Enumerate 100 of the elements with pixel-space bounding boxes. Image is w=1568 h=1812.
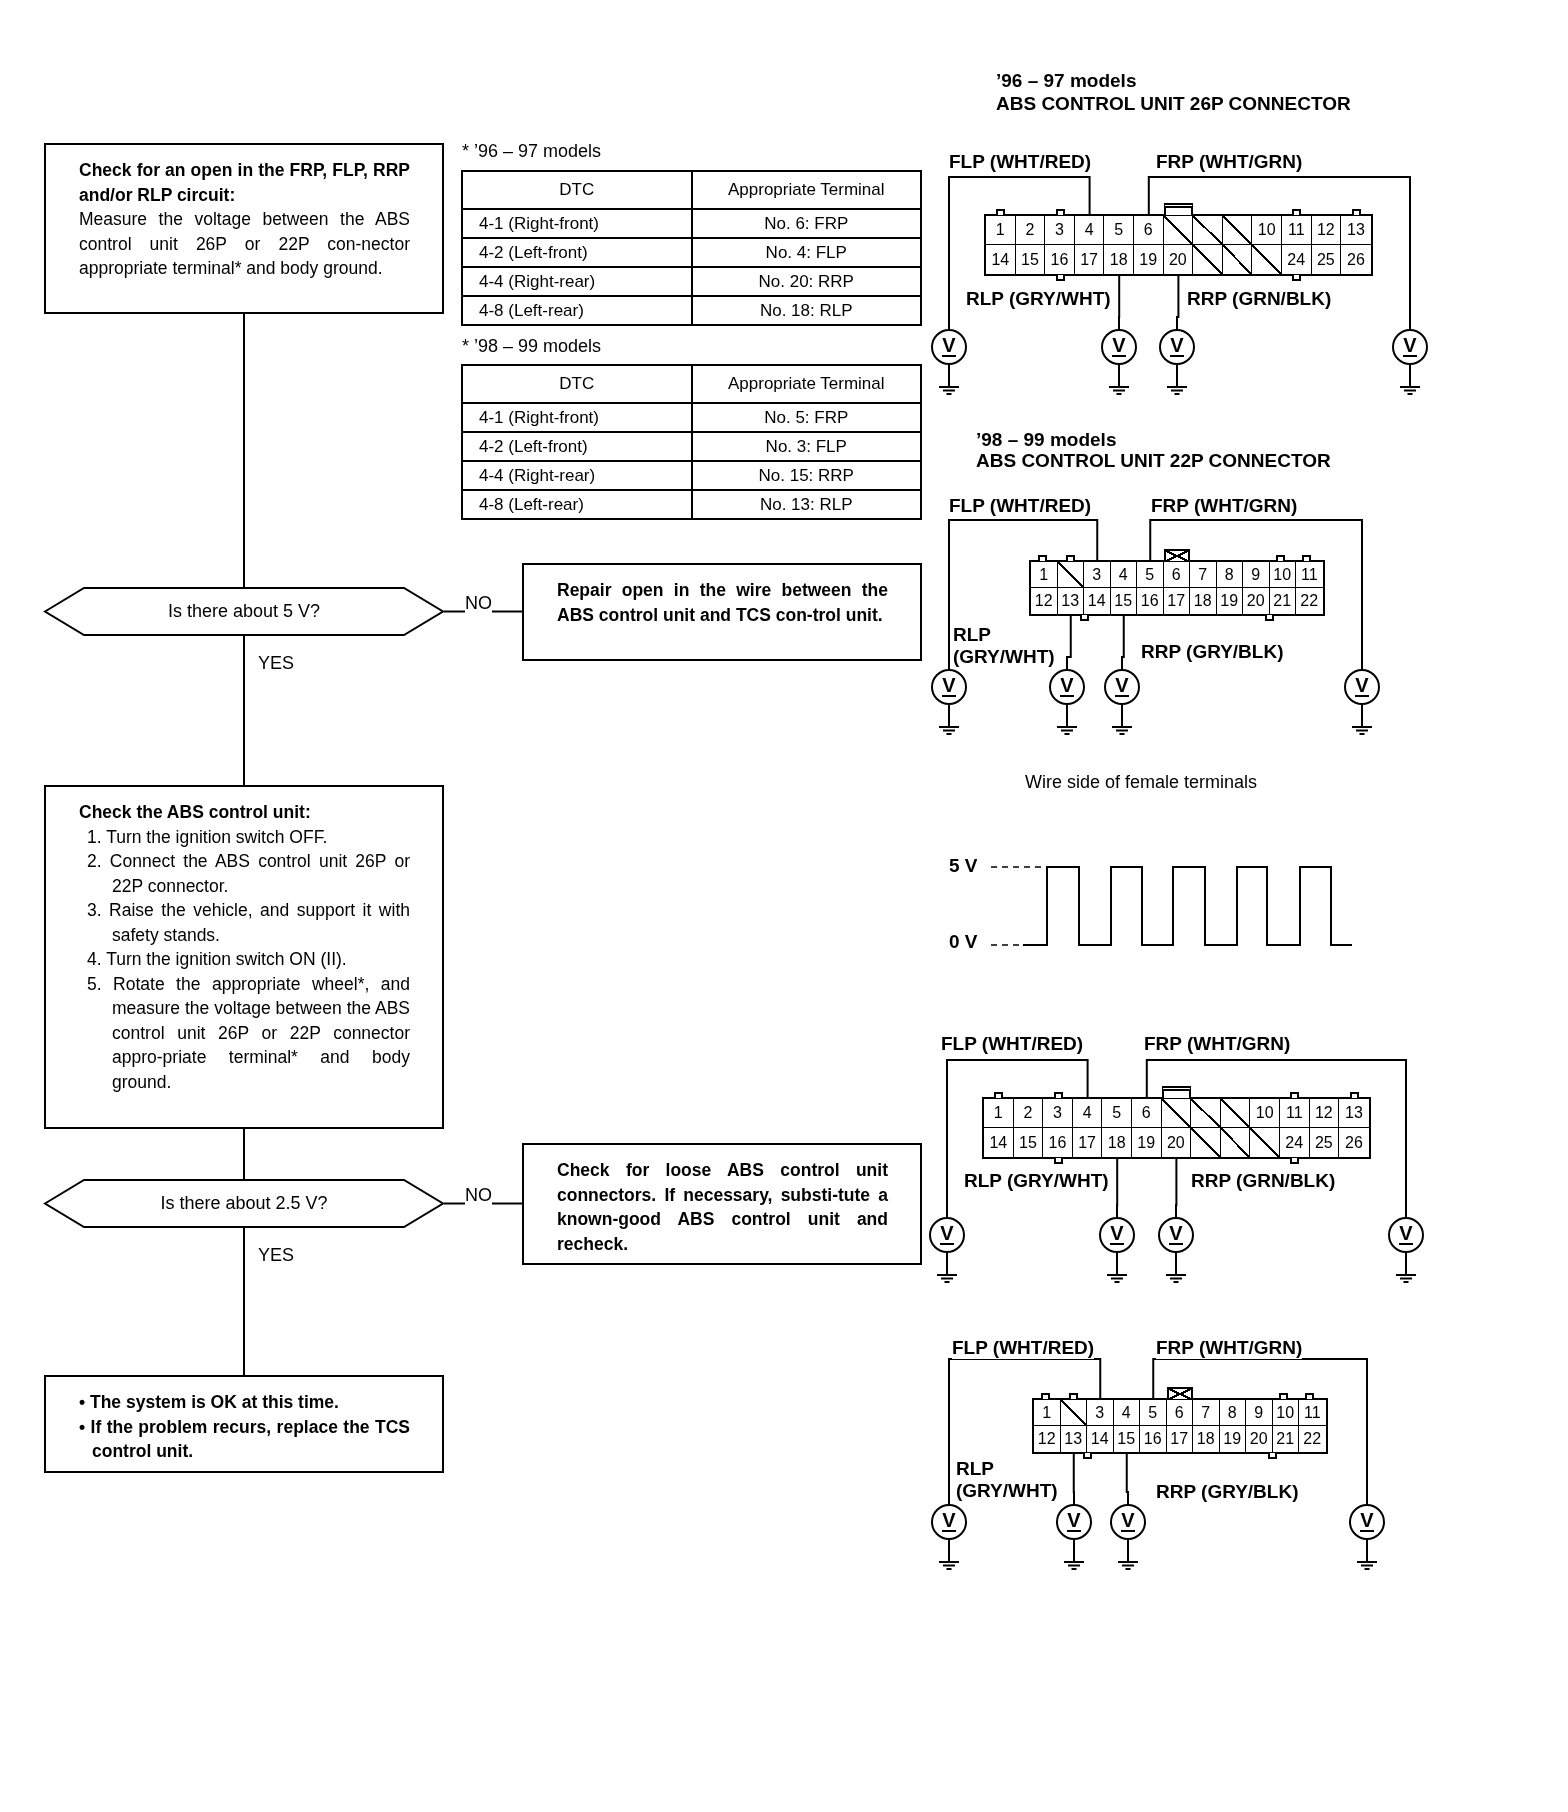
terminal-cell: 6: [1163, 562, 1190, 588]
terminal-cell-text: 22: [1302, 1429, 1323, 1449]
connector-housing: [984, 214, 1373, 276]
wire: [1121, 615, 1125, 670]
terminal-cell: 17: [1166, 1426, 1193, 1452]
table-header: DTC: [462, 365, 692, 403]
table-cell: No. 15: RRP: [691, 461, 921, 490]
voltmeter-symbol: V: [1159, 329, 1195, 365]
table-header: Appropriate Terminal: [691, 365, 921, 403]
step-item: 1. Turn the ignition switch OFF.: [87, 825, 329, 849]
terminal-cell-text: 26: [1346, 249, 1366, 270]
terminal-cell: 25: [1309, 1128, 1340, 1157]
note-text: Wire side of female terminals: [1025, 771, 1258, 793]
process-box: [522, 563, 922, 661]
terminal-cell: 20: [1161, 1128, 1192, 1157]
wire: [1149, 519, 1363, 670]
terminal-cell: 19: [1133, 245, 1164, 274]
voltmeter-symbol: V: [1158, 1217, 1194, 1253]
step-item: 5. Rotate the appropriate wheel*, and measure the voltage between the ABS control unit 26P or 22P connector appro-priate terminal* and body ground.: [87, 972, 410, 1094]
voltmeter-symbol: V: [931, 1504, 967, 1540]
wire: [948, 519, 1099, 670]
terminal-cell: 14: [984, 1128, 1014, 1157]
terminal-cell: 9: [1246, 1400, 1273, 1426]
flow-line: [243, 313, 245, 588]
process-box: [44, 785, 444, 1129]
terminal-cell: 11: [1281, 216, 1312, 245]
terminal-cell: 7: [1190, 562, 1217, 588]
voltmeter-symbol: V: [1344, 669, 1380, 705]
terminal-cell: 14: [1087, 1426, 1114, 1452]
table-cell: 4-1 (Right-front): [462, 403, 692, 432]
terminal-cell: 13: [1341, 216, 1371, 245]
wire: [948, 176, 1091, 330]
table-cell: No. 3: FLP: [691, 432, 921, 461]
terminal-cell: 15: [1015, 245, 1046, 274]
terminal-cell: 17: [1074, 245, 1105, 274]
voltmeter-symbol: V: [1349, 1504, 1385, 1540]
step-item: 2. Connect the ABS control unit 26P or 22P connector.: [87, 850, 410, 898]
terminal-cell: 2: [1015, 216, 1046, 245]
wire: [1176, 275, 1180, 330]
terminal-cell: 1: [984, 1099, 1014, 1128]
terminal-cell: 10: [1252, 216, 1282, 245]
terminal-cell: 9: [1243, 562, 1270, 588]
connector-housing: [1029, 560, 1325, 616]
terminal-cell: 13: [1339, 1099, 1369, 1128]
process-box: [44, 1375, 444, 1473]
action-text: Repair open in the wire between the ABS control unit and TCS con-trol unit.: [557, 579, 888, 627]
voltmeter-symbol: V: [1049, 669, 1085, 705]
diagram-heading: 5 V: [949, 855, 978, 877]
table-cell: No. 13: RLP: [691, 490, 921, 519]
voltmeter-symbol: V: [1101, 329, 1137, 365]
process-box: [522, 1143, 922, 1265]
question-text: Is there about 5 V?: [167, 601, 321, 622]
terminal-cell: 1: [1034, 1400, 1061, 1426]
decision-shape: [44, 1179, 444, 1228]
terminal-cell: 3: [1084, 562, 1111, 588]
terminal-cell: 17: [1072, 1128, 1103, 1157]
table-header: DTC: [462, 171, 692, 209]
table-cell: 4-8 (Left-rear): [462, 490, 692, 519]
connector-housing: [1032, 1398, 1328, 1454]
wire: [1118, 275, 1121, 330]
table-cell: No. 4: FLP: [691, 238, 921, 267]
diagram-heading: ABS CONTROL UNIT 26P CONNECTOR: [996, 93, 1351, 115]
table-cell: 4-8 (Left-rear): [462, 296, 692, 325]
wire: [1145, 1059, 1407, 1218]
flow-line: [243, 635, 245, 786]
voltmeter-symbol: V: [929, 1217, 965, 1253]
terminal-cell: 18: [1190, 588, 1217, 614]
terminal-cell: 4: [1113, 1400, 1140, 1426]
action-text: Check for loose ABS control unit connectors. If necessary, substi-tute a known-good ABS control unit and recheck.: [557, 1159, 888, 1256]
diagram-heading: ’98 – 99 models: [976, 429, 1117, 451]
terminal-cell: 16: [1045, 245, 1075, 274]
terminal-cell: 19: [1219, 1426, 1246, 1452]
terminal-cell: 1: [1031, 562, 1058, 588]
step-heading: Check the ABS control unit:: [79, 801, 312, 824]
terminal-cell: 21: [1272, 1426, 1299, 1452]
wire: [948, 1358, 1102, 1505]
flow-line: [243, 1128, 245, 1180]
voltmeter-symbol: V: [931, 669, 967, 705]
step-heading: Check for an open in the FRP, FLP, RRP and/or RLP circuit:: [79, 159, 410, 207]
process-box: [44, 143, 444, 314]
terminal-cell: 14: [1084, 588, 1111, 614]
terminal-cell: 6: [1166, 1400, 1193, 1426]
table-cell: 4-2 (Left-front): [462, 432, 692, 461]
note-text: * ’96 – 97 models: [462, 140, 602, 162]
terminal-cell: 16: [1137, 588, 1164, 614]
wire: [1152, 1358, 1368, 1505]
terminal-cell: 20: [1243, 588, 1270, 614]
terminal-cell: 12: [1034, 1426, 1061, 1452]
wire: [1116, 1158, 1119, 1218]
voltmeter-symbol: V: [1110, 1504, 1146, 1540]
terminal-cell: 2: [1013, 1099, 1044, 1128]
table-cell: No. 5: FRP: [691, 403, 921, 432]
step-item: 4. Turn the ignition switch ON (II).: [87, 948, 348, 971]
terminal-cell: 8: [1219, 1400, 1246, 1426]
terminal-cell: 10: [1269, 562, 1296, 588]
note-text: * ’98 – 99 models: [462, 335, 602, 357]
terminal-cell: 16: [1140, 1426, 1167, 1452]
terminal-cell: 5: [1137, 562, 1164, 588]
wire: [1066, 615, 1072, 670]
step-instruction: Measure the voltage between the ABS control unit 26P or 22P con-nector appropriate terminal* and body ground.: [79, 208, 410, 280]
